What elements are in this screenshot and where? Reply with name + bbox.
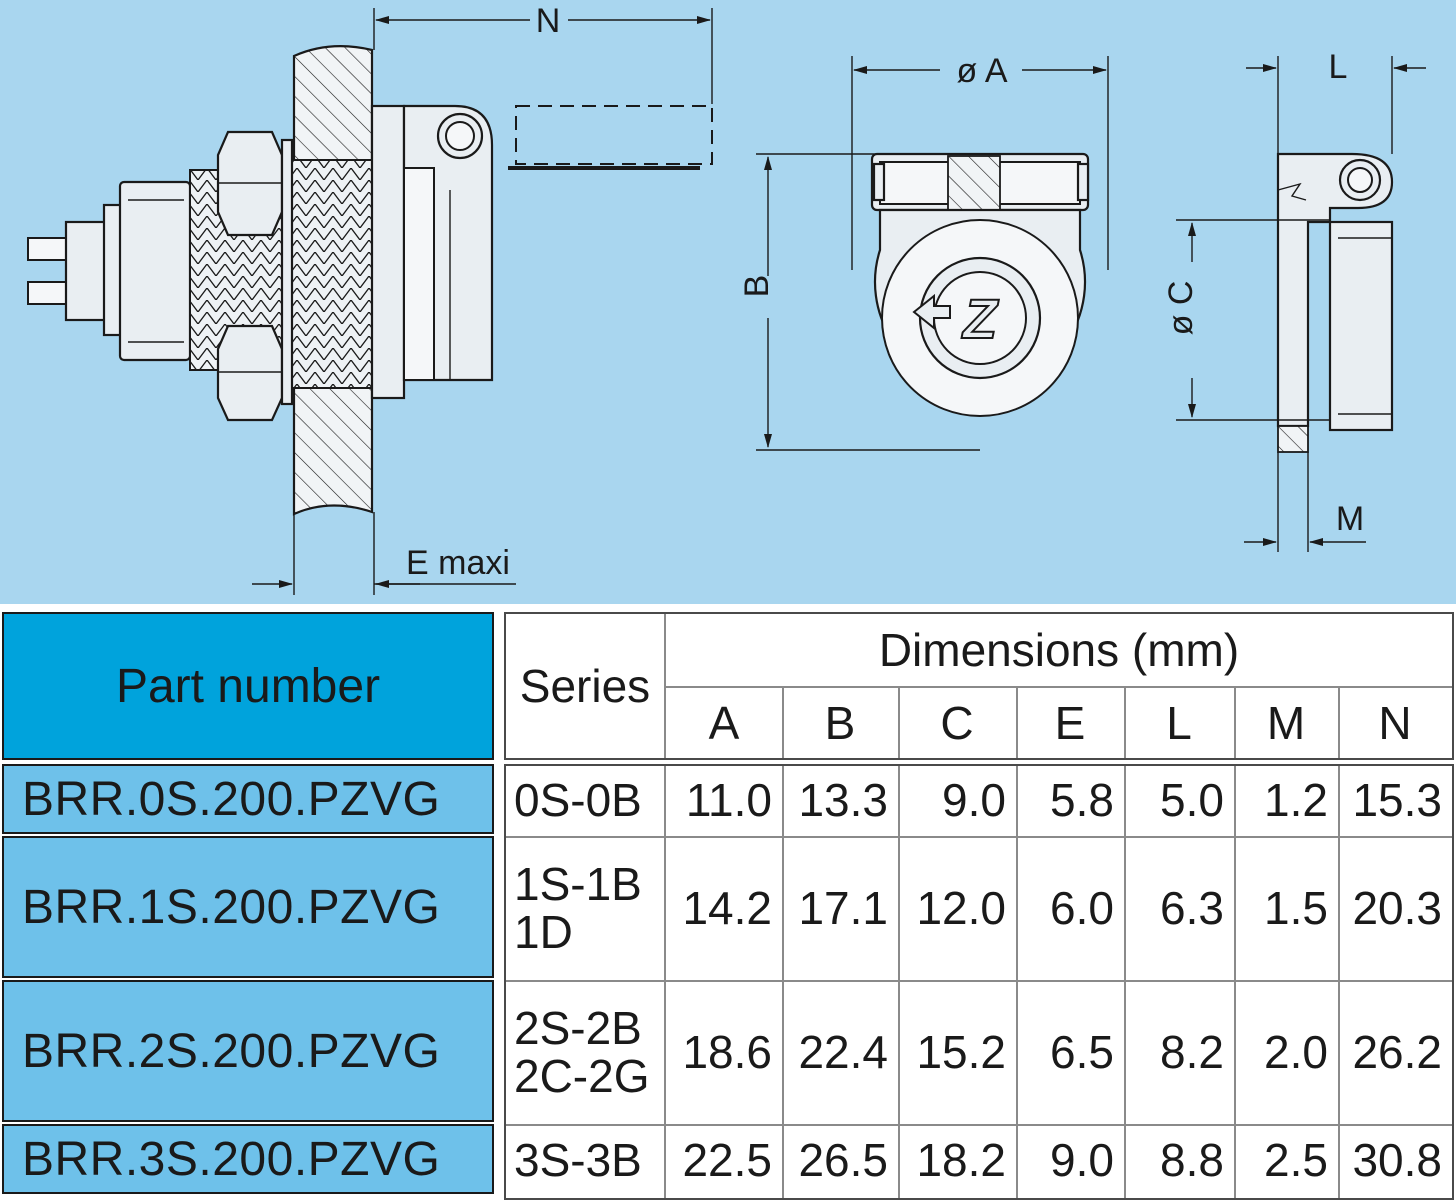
series-line: 1S-1B: [514, 858, 642, 910]
side-view-connector: [27, 45, 713, 516]
value-cell-e: 9.0: [1050, 1134, 1114, 1186]
value-cell-n: 26.2: [1352, 1026, 1442, 1078]
dimension-c: ø C: [1162, 219, 1330, 421]
value-cell-m: 2.0: [1264, 1026, 1328, 1078]
value-cell-c: 15.2: [916, 1026, 1006, 1078]
value-cell-l: 6.3: [1160, 882, 1224, 934]
dimension-label-e: E maxi: [406, 544, 510, 582]
value-cell-b: 17.1: [798, 882, 888, 934]
column-header-n: N: [1378, 697, 1412, 749]
part-number-cell: BRR.1S.200.PZVG: [2, 836, 494, 978]
column-header-e: E: [1054, 697, 1086, 749]
column-header-b: B: [824, 697, 856, 749]
value-cell-n: 30.8: [1352, 1134, 1442, 1186]
technical-drawing-panel: N E maxi Z: [0, 0, 1456, 604]
column-header-m: M: [1266, 697, 1306, 749]
value-cell-e: 6.5: [1050, 1026, 1114, 1078]
value-cell-c: 9.0: [942, 774, 1006, 826]
value-cell-b: 13.3: [798, 774, 888, 826]
dimension-l: L: [1246, 48, 1426, 154]
value-cell-e: 5.8: [1050, 774, 1114, 826]
value-cell-l: 5.0: [1160, 774, 1224, 826]
value-cell-m: 1.5: [1264, 882, 1328, 934]
series-line: 2C-2G: [514, 1050, 650, 1102]
part-number-cell: BRR.0S.200.PZVG: [2, 764, 494, 834]
technical-drawing: N E maxi Z: [27, 2, 1426, 595]
dimension-label-a: ø A: [956, 52, 1007, 90]
value-cell-c: 12.0: [916, 882, 1006, 934]
dimension-label-m: M: [1336, 500, 1364, 538]
dimension-label-c: ø C: [1162, 281, 1200, 336]
value-cell-e: 6.0: [1050, 882, 1114, 934]
series-cell: 3S-3B: [506, 1124, 664, 1196]
value-cell-n: 20.3: [1352, 882, 1442, 934]
value-cell-m: 2.5: [1264, 1134, 1328, 1186]
dimension-n: N: [373, 2, 713, 104]
value-cell-c: 18.2: [916, 1134, 1006, 1186]
value-cell-l: 8.2: [1160, 1026, 1224, 1078]
value-cell-m: 1.2: [1264, 774, 1328, 826]
series-line: 0S-0B: [514, 774, 642, 826]
value-cell-b: 26.5: [798, 1134, 888, 1186]
series-line: 1D: [514, 906, 573, 958]
column-header-c: C: [940, 697, 974, 749]
dimension-e: E maxi: [252, 512, 516, 595]
series-cell: 0S-0B: [506, 764, 664, 836]
dimension-label-b: B: [738, 275, 776, 298]
dimension-label-n: N: [536, 2, 561, 40]
front-view-cap: Z: [870, 152, 1090, 417]
value-cell-b: 22.4: [798, 1026, 888, 1078]
value-cell-a: 14.2: [682, 882, 772, 934]
column-header-a: A: [708, 697, 740, 749]
part-number-header: Part number: [2, 612, 494, 760]
value-cell-a: 18.6: [682, 1026, 772, 1078]
column-header-l: L: [1166, 697, 1192, 749]
dimensions-header: Dimensions (mm): [878, 624, 1240, 676]
side-view-cap: [1276, 152, 1394, 453]
dimension-b: B: [738, 153, 980, 451]
series-line: 2S-2B: [514, 1002, 642, 1054]
value-cell-a: 22.5: [682, 1134, 772, 1186]
part-number-cell: BRR.3S.200.PZVG: [2, 1124, 494, 1194]
dimension-m: M: [1244, 452, 1366, 552]
dimension-a: ø A: [851, 52, 1109, 270]
value-cell-n: 15.3: [1352, 774, 1442, 826]
dimensions-table: Part number Series Dimensions (mm) A B C E L…: [0, 604, 1456, 1200]
logo-z-mark: Z: [961, 287, 999, 350]
series-line: 3S-3B: [514, 1134, 642, 1186]
value-cell-a: 11.0: [685, 774, 772, 826]
series-header: Series: [519, 660, 651, 712]
part-number-cell: BRR.2S.200.PZVG: [2, 980, 494, 1122]
value-cell-l: 8.8: [1160, 1134, 1224, 1186]
dimension-label-l: L: [1329, 48, 1348, 86]
